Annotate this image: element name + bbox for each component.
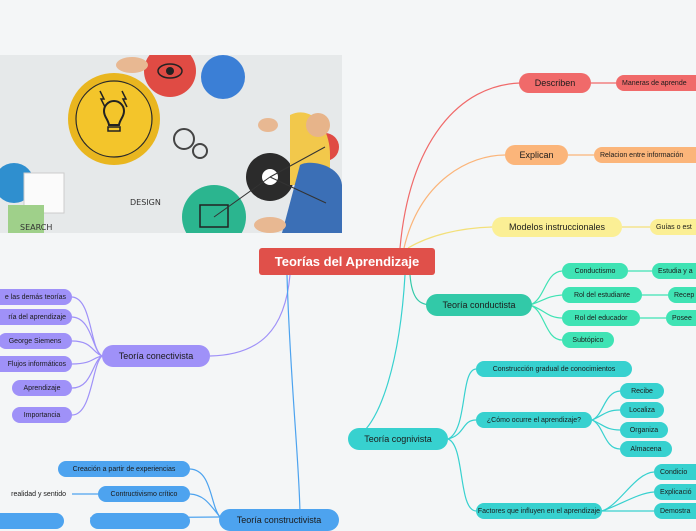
central-topic[interactable]: Teorías del Aprendizaje [259, 248, 435, 275]
subtopic-construccion-gradual[interactable]: Construcción gradual de conocimientos [476, 361, 632, 377]
subtopic-condiciones[interactable]: Condicio [654, 464, 696, 480]
subtopic-posee[interactable]: Posee [666, 310, 696, 326]
subtopic-almacena[interactable]: Almacena [620, 441, 672, 457]
subtopic-importancia[interactable]: Importancia [12, 407, 72, 423]
subtopic-guias[interactable]: Guías o est [650, 219, 696, 235]
topic-teoria-conectivista[interactable]: Teoría conectivista [102, 345, 210, 367]
topic-teoria-constructivista[interactable]: Teoría constructivista [219, 509, 339, 531]
subtopic-como-ocurre-el-aprendizaje[interactable]: ¿Cómo ocurre el aprendizaje? [476, 412, 592, 428]
topic-modelos-instruccionales[interactable]: Modelos instruccionales [492, 217, 622, 237]
subtopic-teoria-del-aprendizaje[interactable]: ría del aprendizaje [0, 309, 72, 325]
image-caption-design: DESIGN [130, 198, 161, 207]
subtopic-demas-teorias[interactable]: e las demás teorías [0, 289, 72, 305]
subtopic-flujos-informaticos[interactable]: Flujos informáticos [0, 356, 72, 372]
topic-describen[interactable]: Describen [519, 73, 591, 93]
subtopic-localiza[interactable]: Localiza [620, 402, 664, 418]
subtopic-constructivista-left[interactable] [0, 513, 64, 529]
subtopic-recibe[interactable]: Recibe [620, 383, 664, 399]
subtopic-explicacion[interactable]: Explicació [654, 484, 696, 500]
topic-teoria-cognivista[interactable]: Teoría cognivista [348, 428, 448, 450]
header-illustration: DESIGN SEARCH [0, 55, 342, 233]
subtopic-demostracion[interactable]: Demostra [654, 503, 696, 519]
subtopic-realidad-y-sentido[interactable]: realidad y sentido [11, 490, 66, 498]
subtopic-conductismo[interactable]: Conductismo [562, 263, 628, 279]
subtopic-creacion-a-partir-de-experiencias[interactable]: Creación a partir de experiencias [58, 461, 190, 477]
subtopic-relacion-entre-informacion[interactable]: Relacion entre información [594, 147, 696, 163]
subtopic-estudia[interactable]: Estudia y a [652, 263, 696, 279]
subtopic-rol-del-educador[interactable]: Rol del educador [562, 310, 640, 326]
topic-explican[interactable]: Explican [505, 145, 568, 165]
subtopic-factores-que-influyen[interactable]: Factores que influyen en el aprendizaje [476, 503, 602, 519]
subtopic-george-siemens[interactable]: George Siemens [0, 333, 72, 349]
subtopic-organiza[interactable]: Organiza [620, 422, 668, 438]
subtopic-aprendizaje[interactable]: Aprendizaje [12, 380, 72, 396]
image-caption-search: SEARCH [20, 223, 52, 232]
topic-teoria-conductista[interactable]: Teoría conductista [426, 294, 532, 316]
subtopic-receptor[interactable]: Recep [668, 287, 696, 303]
subtopic-maneras-de-aprender[interactable]: Maneras de aprende [616, 75, 696, 91]
subtopic-constructivista-middle[interactable] [90, 513, 190, 529]
subtopic-contructivismo-critico[interactable]: Contructivismo crítico [98, 486, 190, 502]
subtopic-rol-del-estudiante[interactable]: Rol del estudiante [562, 287, 642, 303]
subtopic-subtopico[interactable]: Subtópico [562, 332, 614, 348]
